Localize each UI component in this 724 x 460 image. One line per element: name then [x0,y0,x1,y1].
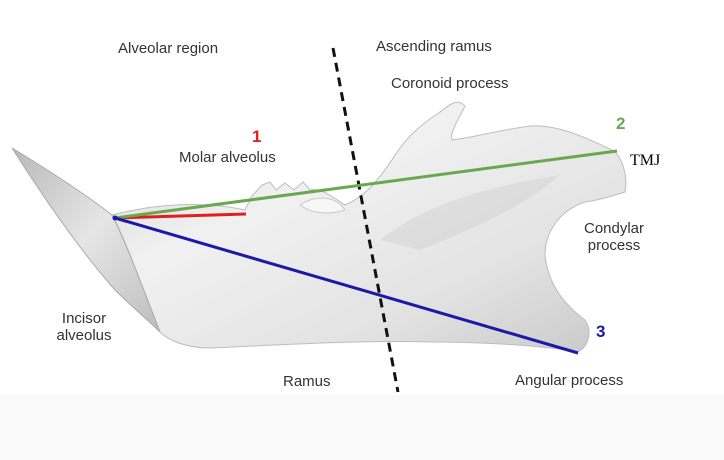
origin-point [113,216,118,221]
label-condylar-process: Condylar process [584,220,644,254]
measurement-number-2: 2 [616,115,625,133]
label-tmj: TMJ [630,152,660,170]
mandible-bone [112,102,626,352]
measurement-number-1: 1 [252,128,261,146]
label-incisor-alveolus: Incisor alveolus [56,310,111,344]
measurement-number-3: 3 [596,323,605,341]
bottom-reflection [0,395,724,460]
label-coronoid-process: Coronoid process [391,75,509,92]
label-angular-process: Angular process [515,372,623,389]
label-ascending-ramus: Ascending ramus [376,38,492,55]
label-ramus: Ramus [283,373,331,390]
label-molar-alveolus: Molar alveolus [179,149,276,166]
label-alveolar-region: Alveolar region [118,40,218,57]
